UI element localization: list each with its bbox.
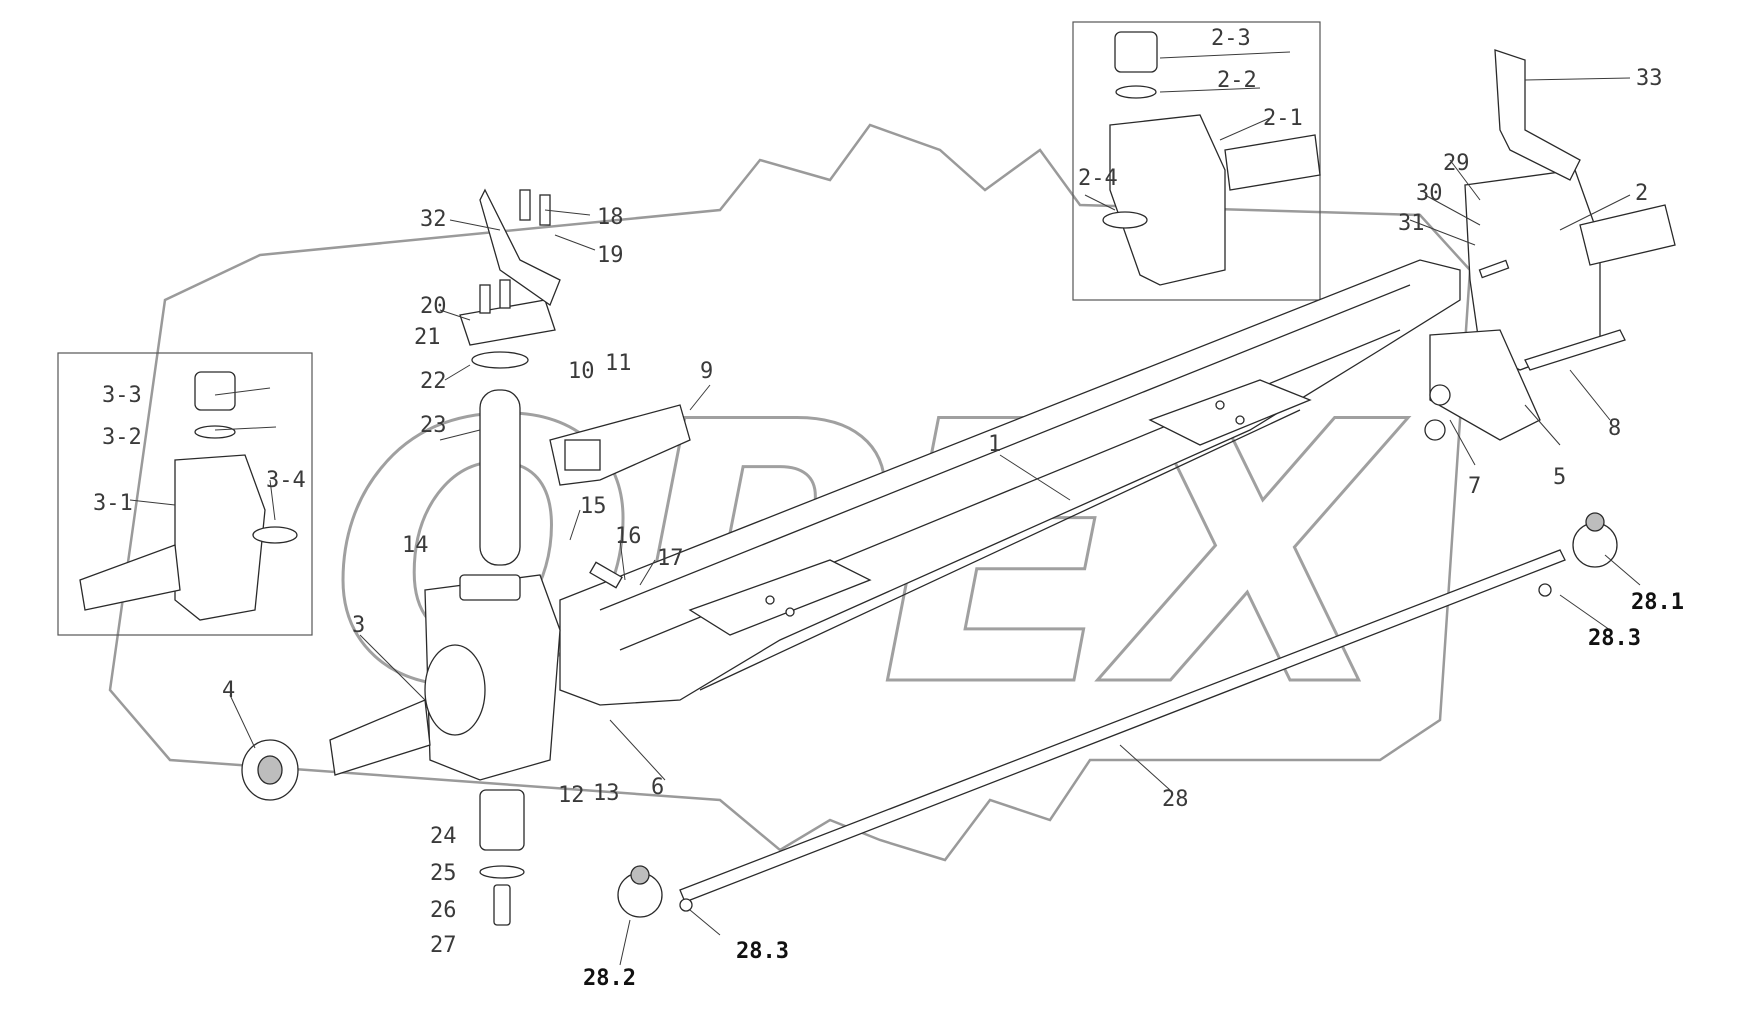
- callout-21: 21: [414, 325, 441, 350]
- right-steering-knuckle: [1424, 49, 1676, 441]
- callout-24: 24: [430, 824, 457, 849]
- callout-15: 15: [580, 494, 607, 519]
- callout-19: 19: [597, 243, 624, 268]
- inset-frame-left-knuckle: [57, 352, 313, 636]
- callout-17: 17: [657, 546, 684, 571]
- inset-right-knuckle: [1102, 31, 1321, 286]
- callout-27: 27: [430, 933, 457, 958]
- seal-ring-22: [471, 351, 529, 369]
- callout-29: 29: [1443, 151, 1470, 176]
- callout-32: 32: [420, 207, 447, 232]
- leader-lines: [129, 51, 1641, 966]
- callout-3: 3: [352, 613, 365, 638]
- callout-28-3-right: 28.3: [1588, 626, 1641, 651]
- callout-25: 25: [430, 861, 457, 886]
- callout-labels: 1 2 2-1 2-2 2-3 2-4 3 3-1 3-2 3-3 3-4 4 …: [93, 26, 1684, 991]
- callout-20: 20: [420, 294, 447, 319]
- watermark-gear-outline: [108, 123, 1472, 862]
- callout-28-1: 28.1: [1631, 590, 1684, 615]
- callout-3-4: 3-4: [266, 468, 306, 493]
- callout-16: 16: [615, 524, 642, 549]
- inset-frame-right-knuckle: [1072, 21, 1321, 301]
- callout-3-2: 3-2: [102, 425, 142, 450]
- callout-33: 33: [1636, 66, 1663, 91]
- callout-12: 12: [558, 783, 585, 808]
- callout-2-3: 2-3: [1211, 26, 1251, 51]
- callout-2-1: 2-1: [1263, 106, 1303, 131]
- bushing-lower: [479, 789, 525, 851]
- axle-beam: [559, 259, 1461, 706]
- callout-5: 5: [1553, 465, 1566, 490]
- callout-3-1: 3-1: [93, 491, 133, 516]
- callout-13: 13: [593, 781, 620, 806]
- callout-18: 18: [597, 205, 624, 230]
- callout-2: 2: [1635, 181, 1648, 206]
- callout-8: 8: [1608, 416, 1621, 441]
- callout-9: 9: [700, 359, 713, 384]
- left-steering-knuckle: [241, 389, 561, 926]
- callout-3-3: 3-3: [102, 383, 142, 408]
- steering-arm-upper: [549, 404, 691, 486]
- callout-23: 23: [420, 413, 447, 438]
- callout-11: 11: [605, 351, 632, 376]
- steering-arm-right: [1429, 329, 1541, 441]
- callout-26: 26: [430, 898, 457, 923]
- callout-2-2: 2-2: [1217, 68, 1257, 93]
- callout-6: 6: [651, 775, 664, 800]
- tie-rod: [617, 512, 1618, 918]
- callout-1: 1: [988, 432, 1001, 457]
- callout-28: 28: [1162, 787, 1189, 812]
- callout-4: 4: [222, 678, 235, 703]
- watermark: OPEX: [108, 123, 1472, 862]
- callout-2-4: 2-4: [1078, 166, 1118, 191]
- callout-30: 30: [1416, 181, 1443, 206]
- callout-14: 14: [402, 533, 429, 558]
- inset-left-knuckle: [79, 371, 298, 621]
- callout-31: 31: [1398, 211, 1425, 236]
- bracket-33: [1494, 49, 1581, 181]
- callout-28-2: 28.2: [583, 966, 636, 991]
- king-pin: [479, 389, 521, 566]
- callout-10: 10: [568, 359, 595, 384]
- callout-22: 22: [420, 369, 447, 394]
- callout-7: 7: [1468, 474, 1481, 499]
- callout-28-3-left: 28.3: [736, 939, 789, 964]
